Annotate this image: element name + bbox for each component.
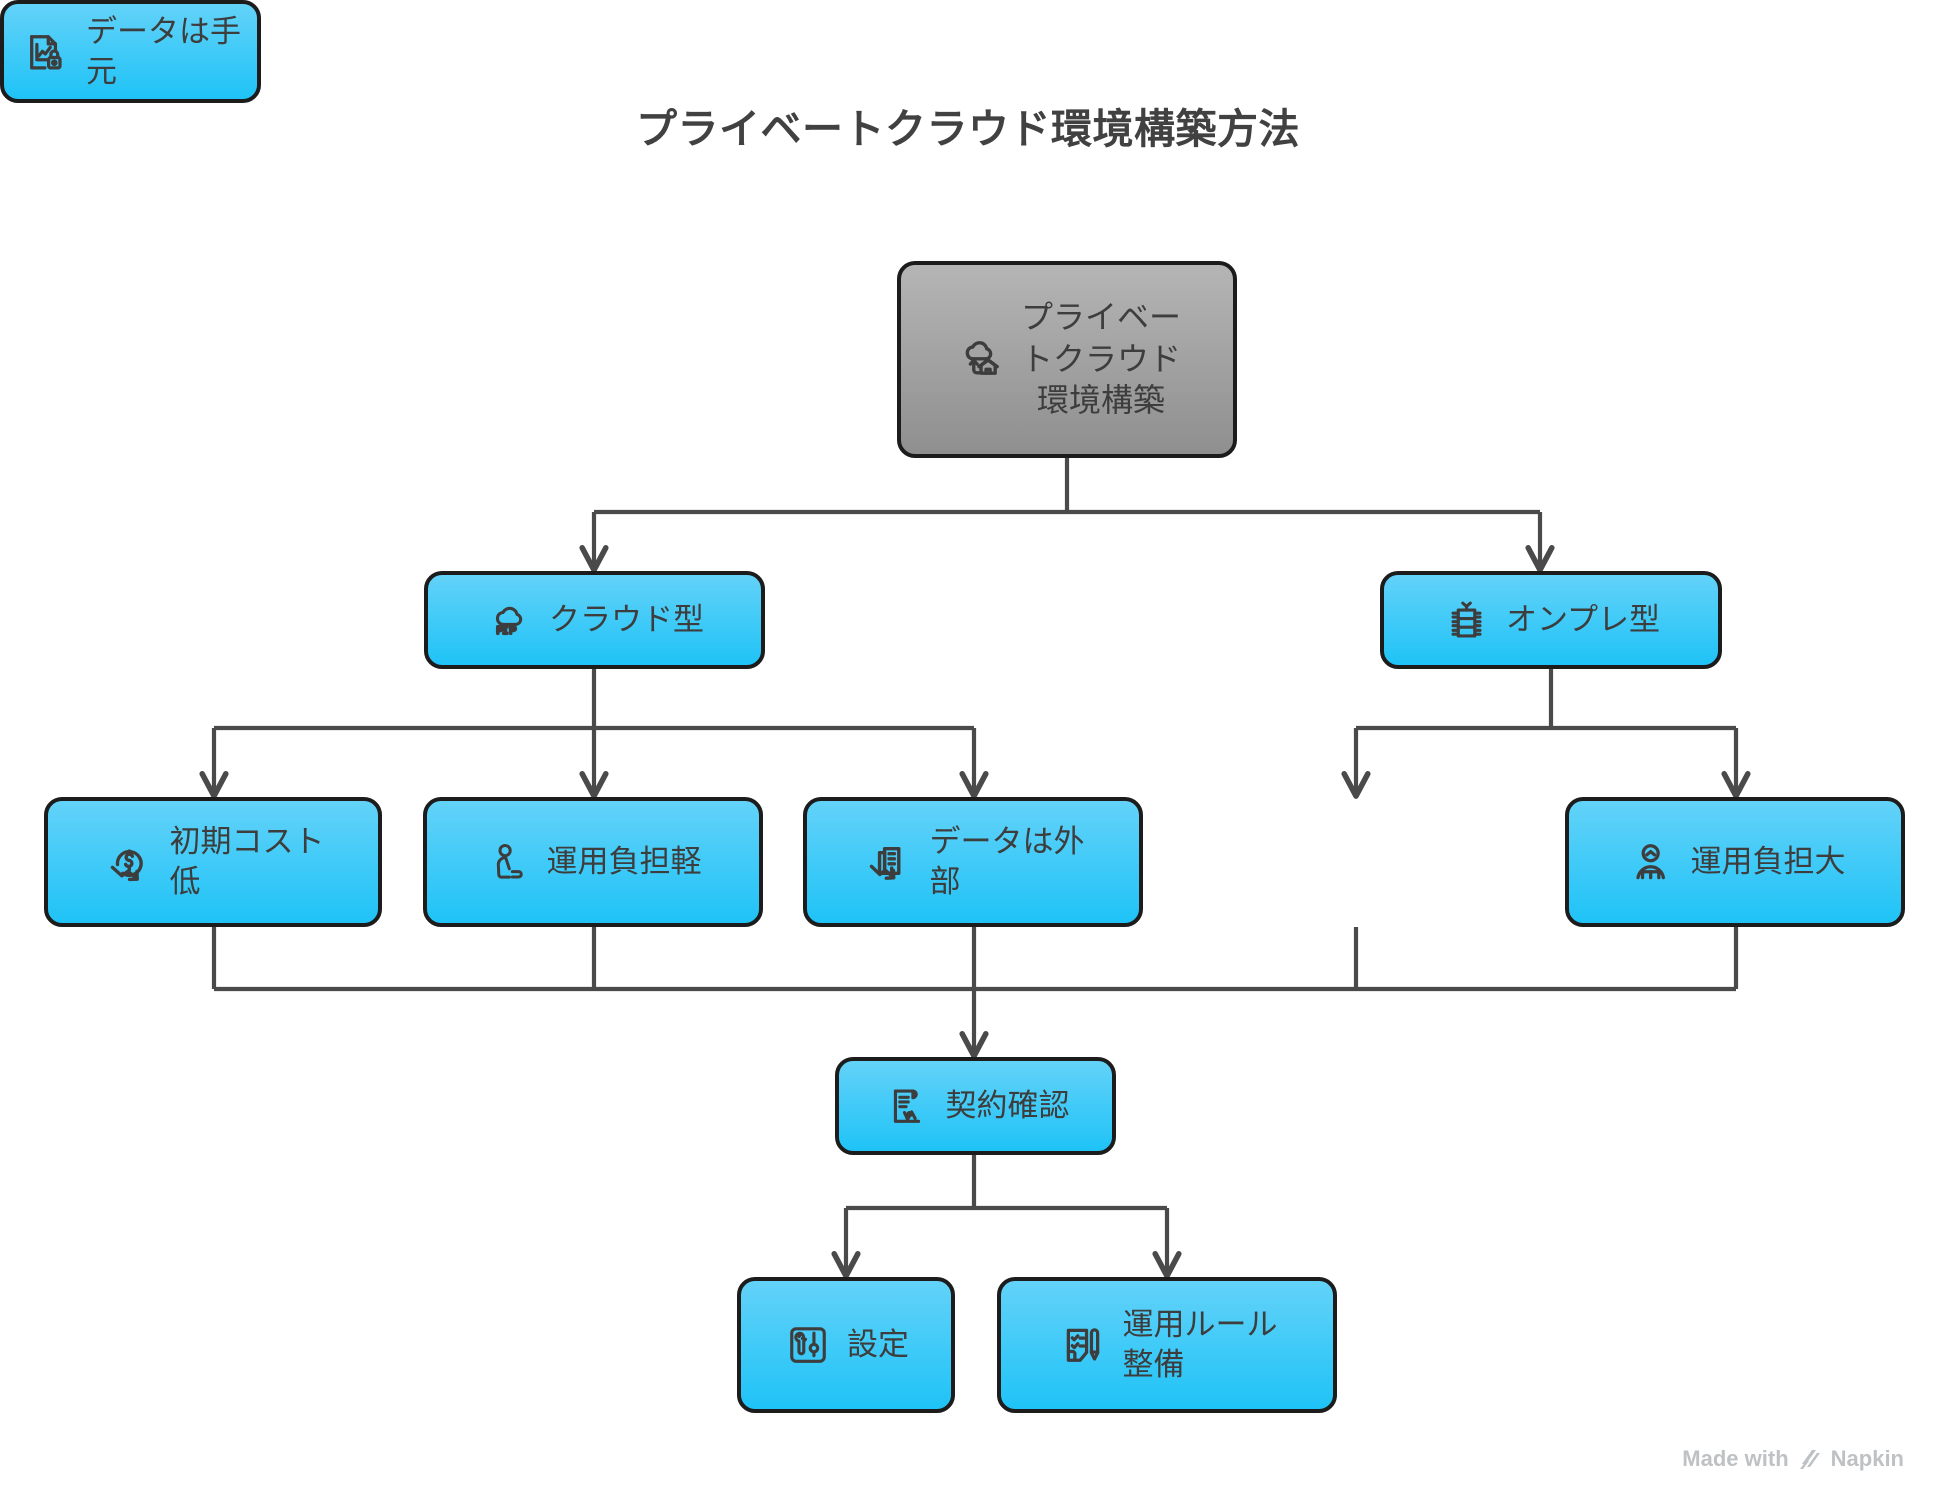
node-data-offsite[interactable]: データは外 部 (803, 797, 1143, 927)
napkin-logo-icon (1798, 1448, 1822, 1470)
data-offsite-icon (862, 835, 916, 889)
watermark-prefix: Made with (1682, 1446, 1789, 1471)
cost-down-icon (102, 835, 156, 889)
node-ops-rules[interactable]: 運用ルール 整備 (997, 1277, 1337, 1413)
watermark-brand: Napkin (1830, 1446, 1904, 1471)
node-label: プライベー トクラウド 環境構築 (1020, 299, 1181, 419)
node-label: 運用ルール 整備 (1122, 1307, 1278, 1382)
checklist-pen-icon (1057, 1319, 1109, 1371)
watermark: Made with Napkin (1682, 1446, 1904, 1472)
node-settings[interactable]: 設定 (737, 1277, 955, 1413)
node-cloud-type[interactable]: クラウド型 (424, 571, 765, 669)
document-lock-icon (20, 26, 72, 78)
person-burdened-icon (1625, 836, 1677, 888)
contract-signature-icon (882, 1081, 932, 1131)
node-label: 運用負担大 (1690, 844, 1846, 880)
node-ops-load-heavy[interactable]: 運用負担大 (1565, 797, 1905, 927)
node-data-onhand[interactable]: データは手 元 (0, 0, 261, 104)
node-label: 運用負担軽 (546, 844, 702, 880)
settings-tools-icon (783, 1320, 833, 1370)
node-label: 設定 (847, 1327, 909, 1363)
cloud-house-icon (953, 333, 1007, 387)
node-contract-check[interactable]: 契約確認 (835, 1057, 1116, 1155)
node-label: データは手 元 (86, 14, 241, 89)
node-label: 契約確認 (945, 1088, 1070, 1124)
page-title: プライベートクラウド環境構築方法 (636, 106, 1300, 152)
node-label: オンプレ型 (1505, 602, 1661, 638)
person-relaxed-icon (485, 838, 533, 886)
node-initial-cost-low[interactable]: 初期コスト 低 (44, 797, 382, 927)
server-rack-icon (1442, 595, 1492, 645)
node-label: クラウド型 (549, 602, 704, 638)
node-label: データは外 部 (929, 824, 1085, 899)
node-onprem-type[interactable]: オンプレ型 (1380, 571, 1722, 669)
node-label: 初期コスト 低 (169, 824, 325, 899)
cloud-api-icon (485, 595, 535, 645)
node-ops-load-light[interactable]: 運用負担軽 (423, 797, 763, 927)
node-root[interactable]: プライベー トクラウド 環境構築 (897, 261, 1237, 458)
